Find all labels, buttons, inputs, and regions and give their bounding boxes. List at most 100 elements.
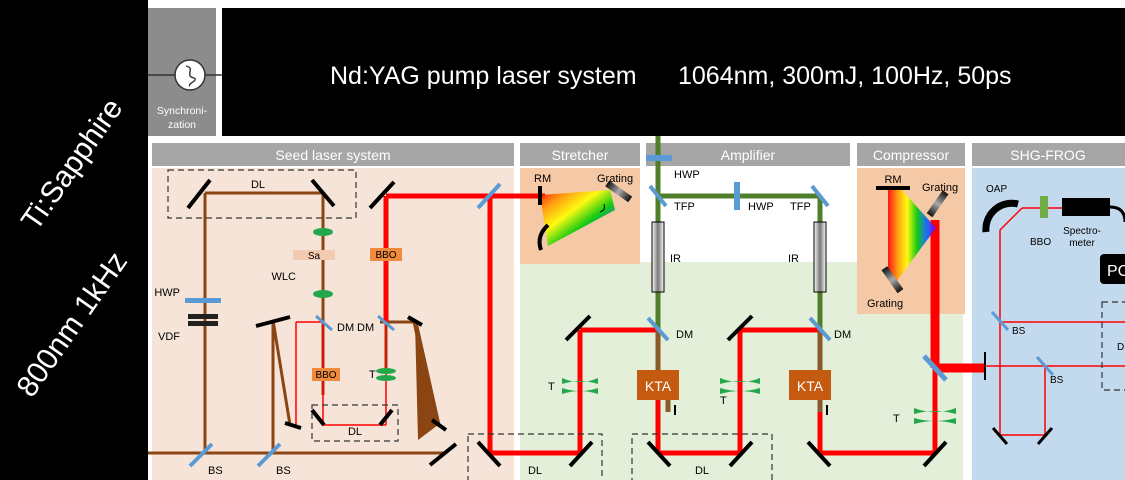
seed-lens-1 — [313, 228, 333, 236]
frog-bs-2-label: BS — [1050, 375, 1064, 386]
frog-header — [972, 143, 1125, 166]
stretcher-header — [520, 143, 640, 166]
frog-mirrors — [991, 427, 1054, 445]
seed-lens-2 — [313, 290, 333, 298]
amp-dl-1-label: DL — [528, 465, 542, 477]
vdf-lower — [188, 321, 218, 326]
compressor-rm-label: RM — [884, 174, 901, 186]
amp-ir-2 — [813, 221, 827, 293]
compressor-grating-bottom — [881, 266, 904, 294]
amp-delay-line-box-2 — [631, 433, 773, 480]
pump-laser-banner — [222, 8, 1125, 136]
stretcher-lens — [599, 203, 605, 213]
seed-bs-1-label: BS — [208, 465, 223, 477]
amp-delay-line-box-1 — [467, 433, 603, 480]
stretcher-spectrum — [540, 190, 615, 246]
amp-tfp-2-label: TFP — [790, 201, 811, 213]
seed-mirrors — [186, 178, 458, 467]
frog-panel — [972, 168, 1125, 480]
amp-mixed-beam — [655, 330, 823, 370]
amp-t-2-label: T — [720, 395, 727, 407]
seed-header — [152, 143, 514, 166]
amp-t-1-label: T — [548, 381, 555, 393]
sa-label: Sa — [308, 251, 321, 262]
amp-kta-2-label: KTA — [797, 378, 824, 394]
amp-hwp-top — [646, 155, 672, 161]
frog-bs-1 — [990, 311, 1010, 331]
seed-bbo-1-label: BBO — [375, 250, 396, 261]
amplifier-header-label: Amplifier — [721, 147, 776, 163]
stretcher-grating-label: Grating — [597, 173, 633, 185]
pump-laser-specs: 1064nm, 300mJ, 100Hz, 50ps — [678, 62, 1012, 90]
seed-bbo-2 — [312, 368, 340, 381]
amp-ir-1 — [651, 221, 665, 293]
sync-waveform-icon — [185, 65, 196, 87]
amp-hwp-mid-label: HWP — [748, 201, 774, 213]
amp-tfp-1 — [648, 184, 668, 208]
frog-pc — [1100, 254, 1125, 284]
frog-bs-2 — [1035, 356, 1055, 376]
amp-kta-2 — [789, 370, 831, 400]
stretcher-header-label: Stretcher — [552, 147, 609, 163]
seed-bbo-2-label: BBO — [315, 370, 336, 381]
frog-bbo-crystal — [1040, 196, 1048, 218]
amp-dl-2-label: DL — [695, 465, 709, 477]
source-laser-banner — [0, 0, 148, 480]
frog-header-label: SHG-FROG — [1010, 147, 1085, 163]
compressor-grating-bottom-label: Grating — [867, 298, 903, 310]
stretcher-curved-mirror — [537, 223, 550, 251]
amp-telescopes — [562, 378, 956, 424]
stretcher-rm-label: RM — [534, 173, 551, 185]
sync-label-line1: Synchroni- — [157, 105, 208, 117]
seed-hwp — [185, 298, 221, 303]
compressor-grating-top-label: Grating — [922, 182, 958, 194]
seed-delay-line-box-2 — [311, 404, 399, 442]
sync-label-line2: zation — [168, 119, 196, 131]
pump-laser-title: Nd:YAG pump laser system — [330, 62, 637, 90]
amp-kta-1 — [637, 370, 679, 400]
seed-dl-2-label: DL — [348, 426, 362, 438]
amp-residual-beams — [665, 400, 823, 412]
seed-dm-1 — [315, 314, 333, 332]
seed-bs-1 — [188, 442, 214, 468]
seed-telescope-1 — [376, 368, 396, 374]
frog-beam-path — [985, 207, 1125, 436]
amp-ir-2-label: IR — [788, 253, 799, 265]
vdf-upper — [188, 314, 218, 319]
seed-header-label: Seed laser system — [275, 147, 390, 163]
amplifier-header — [646, 143, 850, 166]
amp-ir-1-label: IR — [670, 253, 681, 265]
seed-bs-2 — [256, 442, 282, 468]
frog-bs-1-label: BS — [1012, 326, 1026, 337]
amp-dm-1 — [646, 316, 670, 342]
seed-hwp-label: HWP — [154, 287, 180, 299]
vdf-label: VDF — [158, 331, 180, 343]
amp-hwp-mid — [734, 182, 740, 210]
seed-dm-2-label: DM — [357, 322, 374, 334]
frog-d-label: D — [1117, 342, 1124, 353]
compressor-header-label: Compressor — [873, 147, 950, 163]
frog-bbo-label: BBO — [1030, 237, 1051, 248]
amp-kta-1-label: KTA — [645, 378, 672, 394]
seed-wide-beam-fill — [415, 322, 438, 440]
compressor-grating-top — [926, 190, 949, 218]
amp-dm-1-label: DM — [676, 329, 693, 341]
seed-telescope-2 — [376, 375, 396, 381]
seed-bbo-1 — [370, 248, 402, 261]
amp-dm-2 — [808, 316, 832, 342]
frog-oap-mirror — [982, 199, 1019, 233]
frog-delay-line-box — [1101, 301, 1125, 391]
stretcher-grating — [605, 180, 633, 203]
seed-dm-1-label: DM — [337, 322, 354, 334]
comp-t-label: T — [893, 413, 900, 425]
frog-oap-label: OAP — [986, 184, 1007, 195]
seed-dl-label: DL — [251, 179, 265, 191]
sa-crystal — [293, 250, 335, 260]
stretcher-input-bs — [476, 182, 502, 210]
frog-pc-label: PC — [1107, 263, 1125, 280]
amp-mirrors — [476, 314, 948, 468]
seed-bs-2-label: BS — [276, 465, 291, 477]
seed-delay-line-box — [167, 169, 357, 219]
